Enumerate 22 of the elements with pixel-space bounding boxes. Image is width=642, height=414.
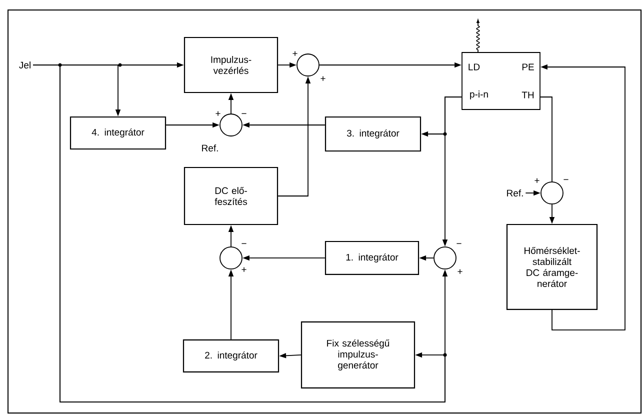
sign-label: + [320, 76, 326, 81]
laser-module-box: LD PE p-i-n TH [462, 52, 540, 110]
sign-label: − [456, 243, 462, 244]
signal-label: Jel [19, 62, 30, 68]
sign-label: + [292, 51, 298, 56]
sign-label: − [242, 113, 246, 114]
block-box: 2. integrátor [182, 339, 280, 373]
block-box: Fix szélességű impulzus- generátor [300, 321, 416, 389]
block-box: 3. integrátor [324, 116, 422, 152]
sign-label: − [242, 243, 246, 244]
sign-label: + [458, 269, 462, 274]
sign-label: + [242, 267, 246, 272]
signal-label: Ref. [507, 190, 523, 196]
sign-label: − [564, 179, 568, 180]
block-box: Hőmérséklet- stabilizált DC áramge- nerátor [506, 224, 598, 310]
block-box: 4. integrátor [70, 116, 166, 150]
sign-label: + [534, 178, 540, 183]
block-box: Impulzus- vezérlés [184, 36, 278, 94]
sign-label: + [216, 111, 220, 116]
block-box: 1. integrátor [324, 240, 420, 276]
block-box: DC elő- feszítés [184, 166, 278, 226]
reference-label: Ref. [202, 144, 218, 152]
